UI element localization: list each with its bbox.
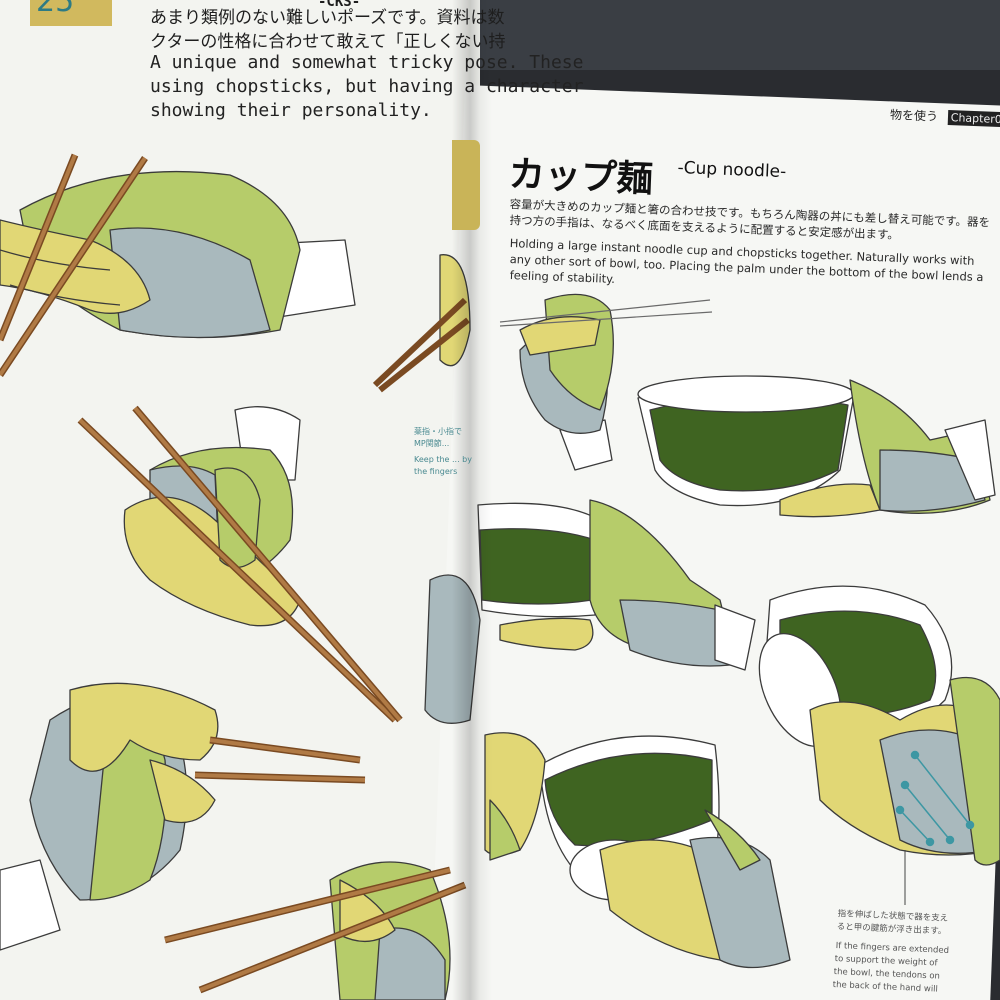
page-title-jp: カップ麺 [508,153,654,201]
left-en-line-2: using chopsticks, but having a character [150,76,584,97]
left-side-note-jp: 薬指・小指で MP関節... [414,427,462,448]
page-title-en: -Cup noodle- [677,158,787,183]
chapter-label: Chapter0 [947,110,1000,128]
left-side-note-en: Keep the ... by the fingers [414,455,472,476]
lesson-number: 25 [36,0,75,19]
left-jp-line-2: クターの性格に合わせて敢えて「正しくない持 [150,32,506,52]
left-heading-fragment: -CKS- [318,0,361,10]
lesson-number-badge: 25 [30,0,112,26]
left-en-line-3: showing their personality. [150,100,432,121]
background-table [420,0,1000,70]
left-en-line-1: A unique and somewhat tricky pose. These [150,52,584,73]
tendon-markers [895,750,975,847]
page-edge-tab [452,140,480,230]
left-jp-line-1: あまり類例のない難しいポーズです。資料は数 [150,8,505,28]
header-label: 物を使う [889,107,939,124]
